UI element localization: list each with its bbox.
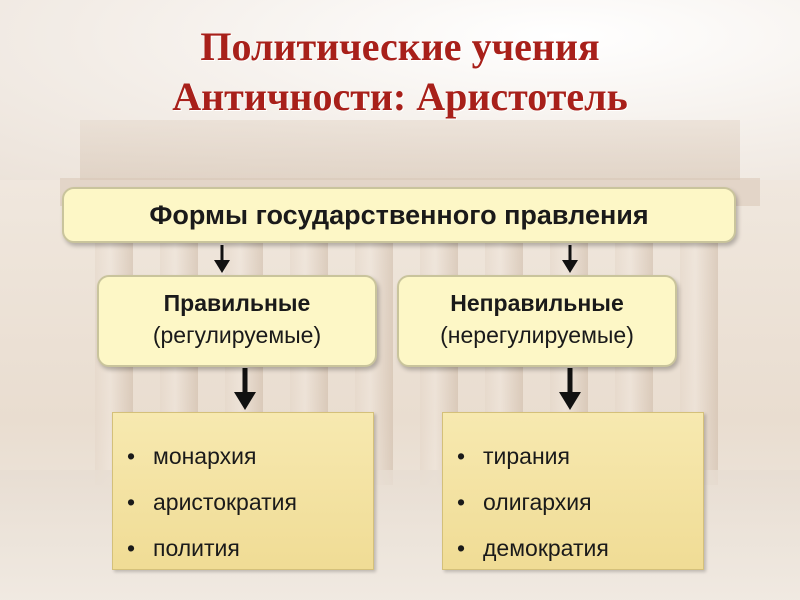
list-item-text: полития xyxy=(153,535,240,561)
branch-sub-incorrect: (нерегулируемые) xyxy=(440,322,634,348)
slide-title-line-2: Античности: Аристотель xyxy=(172,74,628,119)
list-item-text: монархия xyxy=(153,443,257,469)
temple-pediment xyxy=(80,120,740,180)
bullet-icon: • xyxy=(127,535,136,561)
list-item: • олигархия xyxy=(457,479,703,525)
bullet-icon: • xyxy=(457,535,466,561)
list-item-text: олигархия xyxy=(483,489,592,515)
branch-box-incorrect: Неправильные (нерегулируемые) xyxy=(397,275,677,367)
slide-title: Политические учения Античности: Аристоте… xyxy=(0,22,800,122)
list-item: • тирания xyxy=(457,433,703,479)
branch-box-correct: Правильные (регулируемые) xyxy=(97,275,377,367)
arrow-root-to-right xyxy=(562,245,578,273)
bullet-icon: • xyxy=(457,489,466,515)
list-item: • демократия xyxy=(457,525,703,571)
root-box: Формы государственного правления xyxy=(62,187,736,243)
list-item: • аристократия xyxy=(127,479,373,525)
arrow-left-to-list xyxy=(234,368,256,410)
list-item: • полития xyxy=(127,525,373,571)
branch-head-correct: Правильные xyxy=(163,290,311,316)
arrow-right-to-list xyxy=(559,368,581,410)
bullet-icon: • xyxy=(457,443,466,469)
arrow-root-to-left xyxy=(214,245,230,273)
bullet-icon: • xyxy=(127,443,136,469)
branch-head-incorrect: Неправильные xyxy=(450,290,624,316)
branch-sub-correct: (регулируемые) xyxy=(152,322,322,348)
list-item-text: тирания xyxy=(483,443,570,469)
list-incorrect: • тирания • олигархия • демократия xyxy=(443,413,703,571)
slide-title-line-1: Политические учения xyxy=(200,24,600,69)
list-box-incorrect: • тирания • олигархия • демократия xyxy=(442,412,704,570)
list-correct: • монархия • аристократия • полития xyxy=(113,413,373,571)
list-item-text: аристократия xyxy=(153,489,297,515)
root-label: Формы государственного правления xyxy=(149,200,649,230)
bullet-icon: • xyxy=(127,489,136,515)
list-item: • монархия xyxy=(127,433,373,479)
list-box-correct: • монархия • аристократия • полития xyxy=(112,412,374,570)
list-item-text: демократия xyxy=(483,535,609,561)
